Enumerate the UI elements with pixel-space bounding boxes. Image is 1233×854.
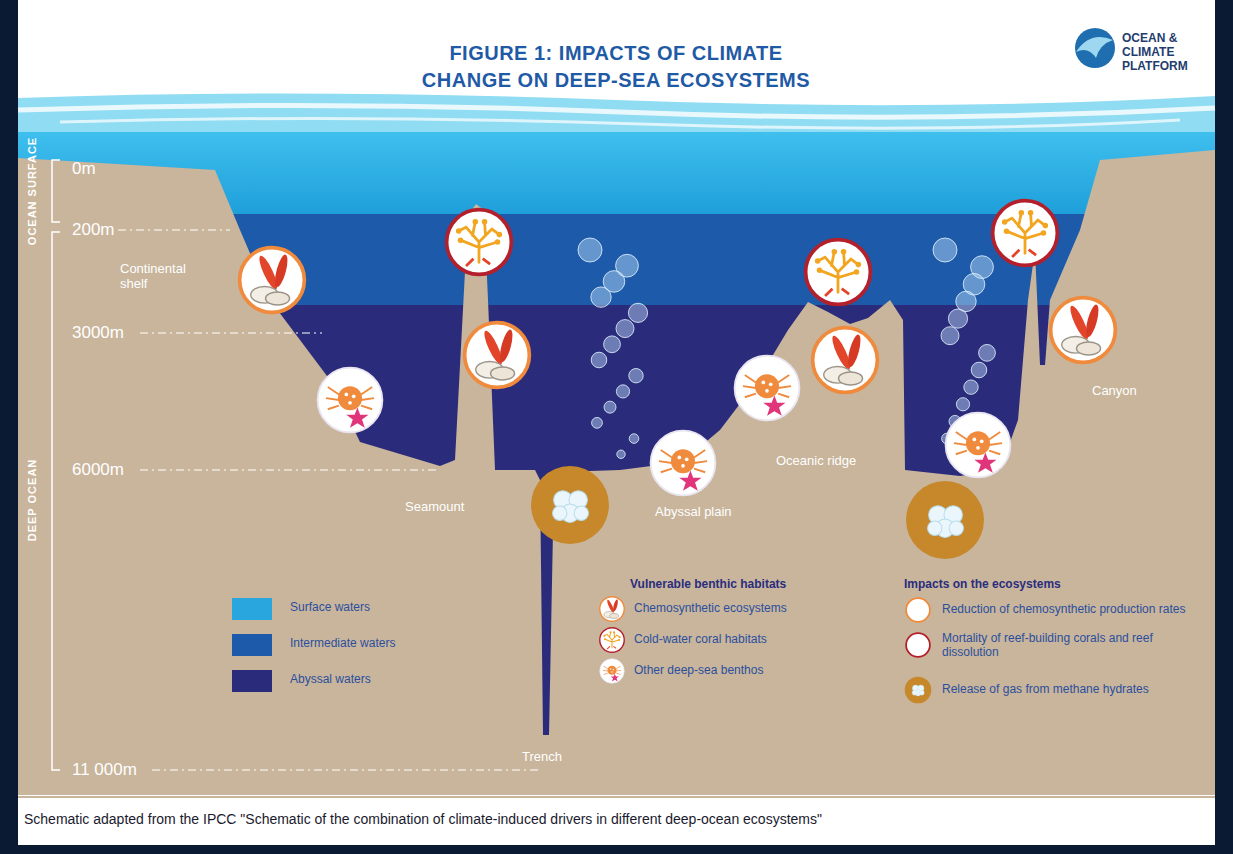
- legend-icon: [598, 657, 626, 685]
- legend-text: Chemosynthetic ecosystems: [634, 602, 787, 616]
- seabed: [18, 128, 1215, 795]
- bubble: [616, 385, 629, 398]
- depth-label: 0m: [72, 159, 96, 179]
- bubble: [604, 401, 616, 413]
- logo-wave: [1075, 28, 1115, 68]
- bubble: [591, 287, 611, 307]
- feature-label: Continental shelf: [120, 262, 215, 292]
- feature-label: Abyssal plain: [655, 505, 732, 520]
- caption-bar: [18, 797, 1215, 845]
- caption-rule: [18, 796, 1215, 798]
- legend-text: Abyssal waters: [290, 673, 371, 687]
- feature-label: Trench: [522, 750, 562, 765]
- band-label: OCEAN SURFACE: [26, 137, 39, 245]
- bubble: [616, 320, 634, 338]
- depth-label: 6000m: [72, 460, 124, 480]
- legend-icon: [904, 676, 932, 704]
- legend-text: Surface waters: [290, 601, 370, 615]
- depth-scale: [52, 160, 540, 770]
- legend-text: Reduction of chemosynthetic production r…: [942, 603, 1185, 617]
- depth-label: 200m: [72, 220, 115, 240]
- bubble: [956, 398, 969, 411]
- methane-bubbles: [578, 238, 995, 477]
- legend-icon: [904, 596, 932, 624]
- surface-waves: [18, 93, 1215, 132]
- bubble: [604, 336, 621, 353]
- legend-text: Intermediate waters: [290, 637, 395, 651]
- bubble: [578, 238, 602, 262]
- bubble: [941, 327, 959, 345]
- habitat-icons: [240, 201, 1116, 559]
- legend-text: Mortality of reef-building corals and re…: [942, 632, 1192, 660]
- card: [18, 0, 1215, 845]
- depth-label: 3000m: [72, 323, 124, 343]
- legend-heading: Vulnerable benthic habitats: [630, 578, 786, 592]
- sea: [18, 128, 1215, 735]
- caption: Schematic adapted from the IPCC "Schemat…: [24, 811, 822, 827]
- legend-heading: Impacts on the ecosystems: [904, 578, 1061, 592]
- bubble: [592, 417, 603, 428]
- bubble: [964, 380, 978, 394]
- bubble: [948, 309, 967, 328]
- bubble: [628, 303, 647, 322]
- depth-label: 11 000m: [72, 760, 137, 780]
- bubble: [591, 352, 607, 368]
- bubble: [629, 434, 639, 444]
- bubble: [979, 344, 996, 361]
- band-label: DEEP OCEAN: [26, 459, 39, 542]
- legend-icon: [904, 631, 932, 659]
- legend-icon: [598, 626, 626, 654]
- feature-label: Oceanic ridge: [776, 454, 856, 469]
- bubble: [971, 362, 987, 378]
- legend-swatch: [232, 598, 272, 620]
- logo-text: OCEAN & CLIMATE PLATFORM: [1122, 32, 1217, 73]
- bubble: [617, 450, 625, 458]
- bubble: [629, 369, 643, 383]
- figure-title: FIGURE 1: IMPACTS OF CLIMATE CHANGE ON D…: [416, 40, 816, 94]
- feature-label: Canyon: [1092, 384, 1137, 399]
- legend-text: Other deep-sea benthos: [634, 664, 763, 678]
- legend-text: Cold-water coral habitats: [634, 633, 767, 647]
- legend-text: Release of gas from methane hydrates: [942, 683, 1149, 697]
- legend-swatch: [232, 670, 272, 692]
- bubble: [933, 238, 957, 262]
- legend-icon: [598, 595, 626, 623]
- feature-label: Seamount: [405, 500, 464, 515]
- legend-swatch: [232, 634, 272, 656]
